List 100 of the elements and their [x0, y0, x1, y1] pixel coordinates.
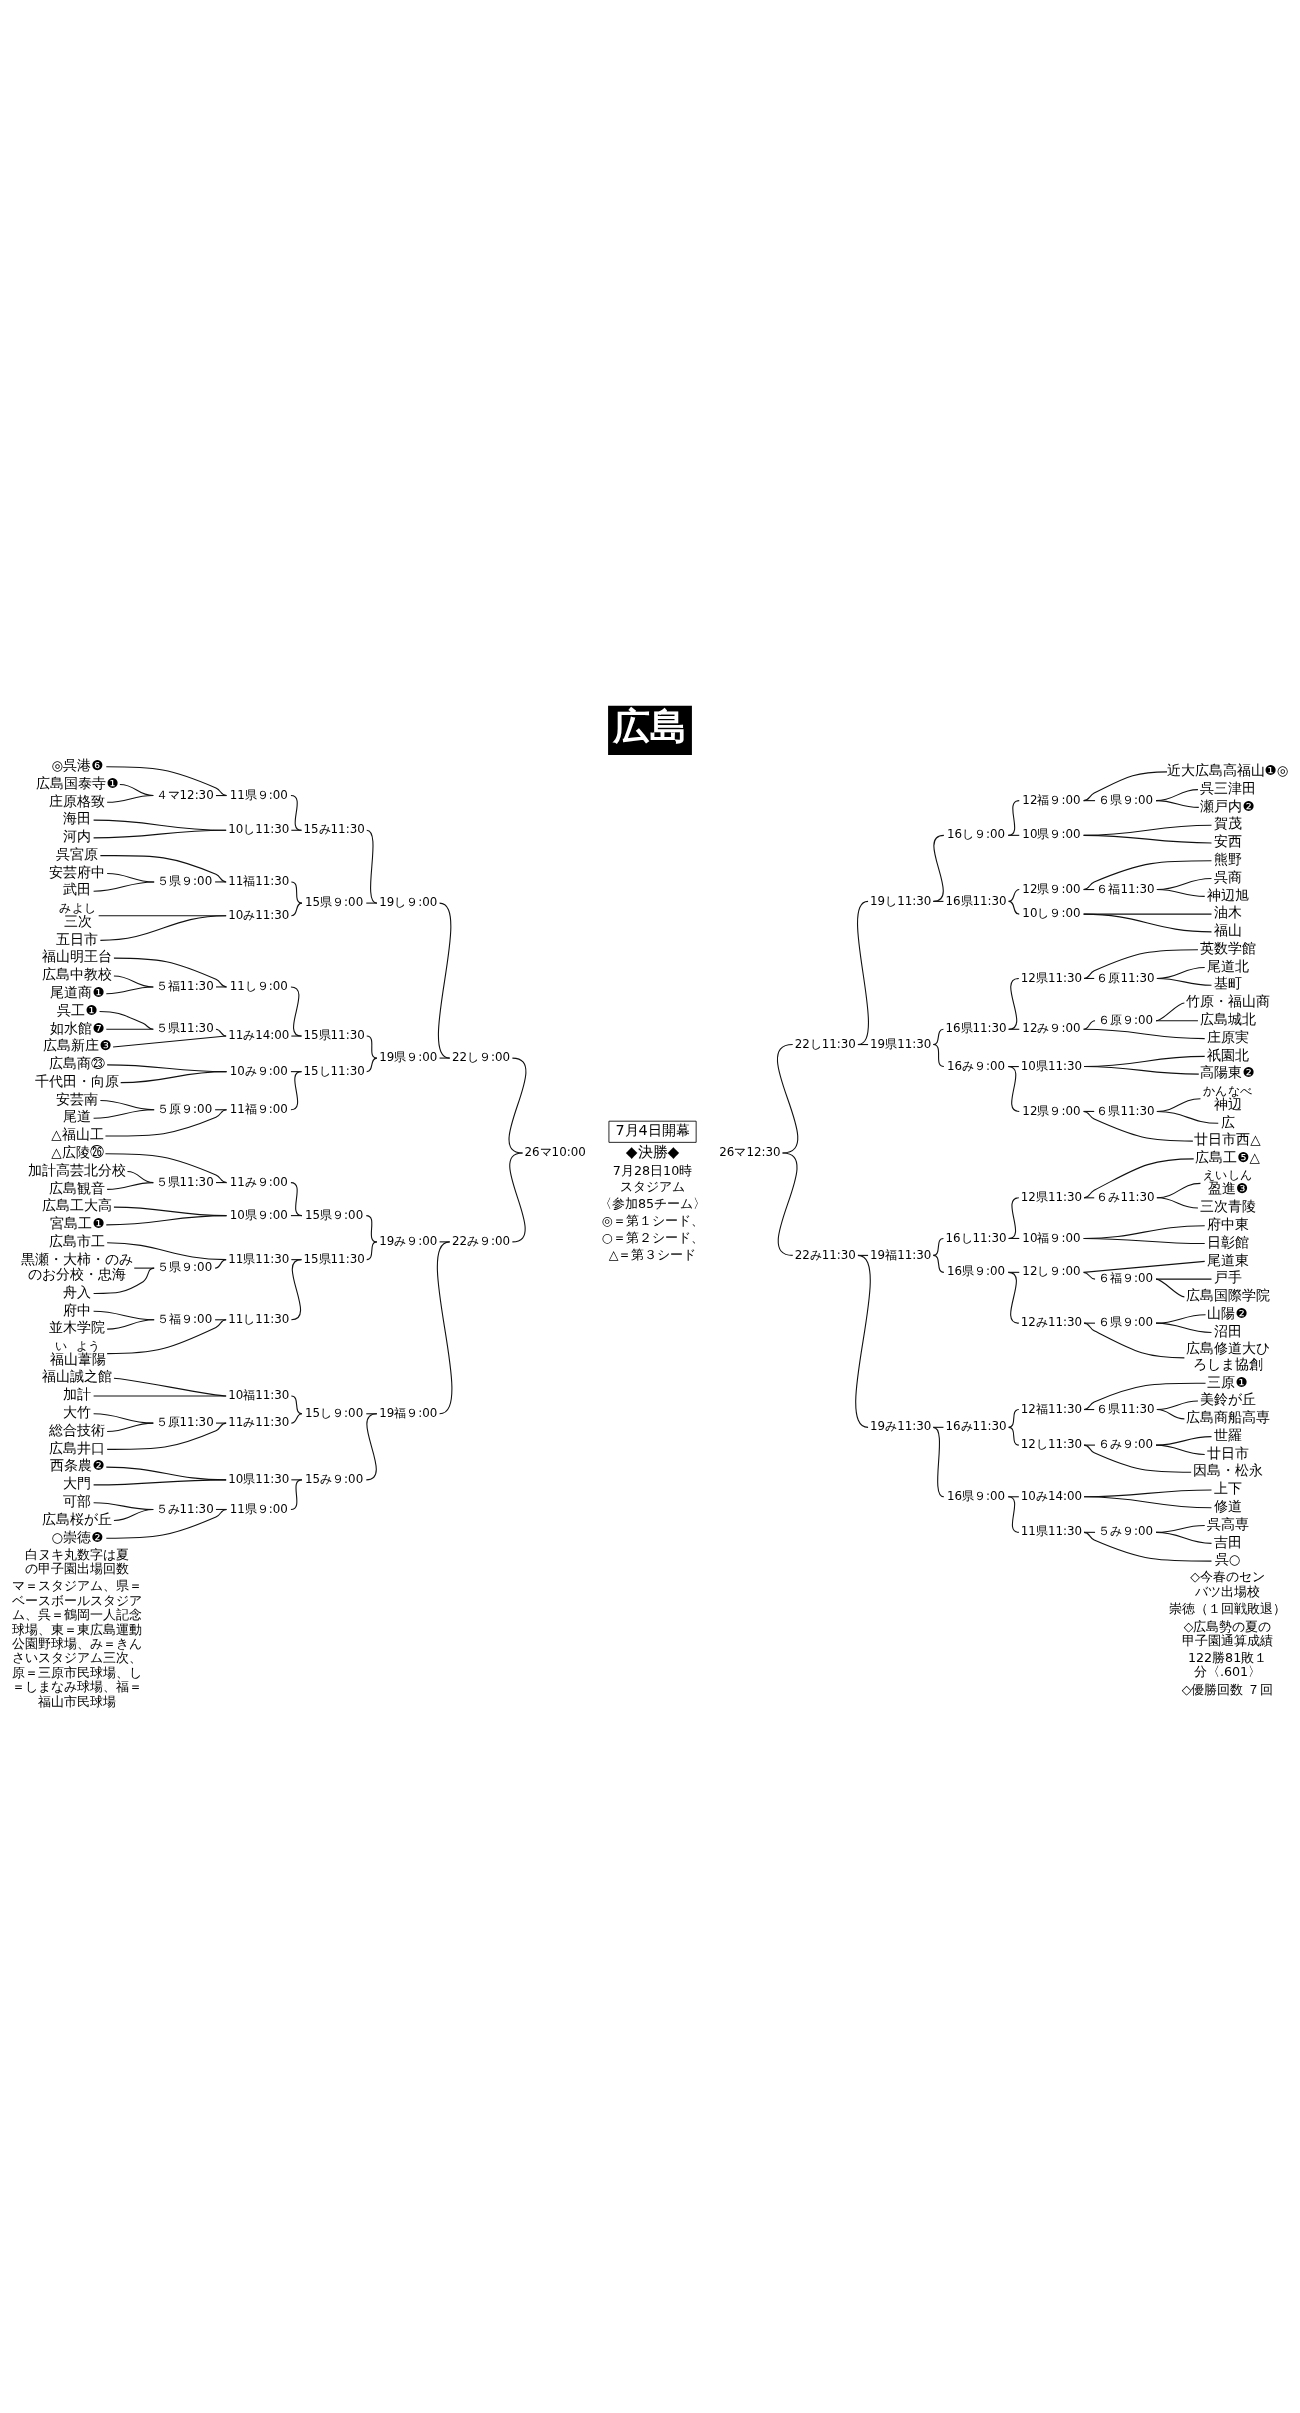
node-text: 11し11:30 — [228, 1311, 290, 1326]
connector — [98, 1010, 154, 1030]
label: 7月28日10時 — [612, 1162, 693, 1178]
connector — [1155, 1322, 1213, 1334]
connector — [1156, 889, 1206, 897]
connector — [93, 1413, 154, 1424]
connector — [215, 795, 228, 797]
connector — [1156, 1197, 1199, 1209]
node-text: ４マ12:30 — [155, 787, 214, 802]
node-text: 10福９:00 — [1022, 1230, 1081, 1245]
node-text: 呉三津田 — [1199, 779, 1256, 796]
node-text: 日彰館 — [1206, 1233, 1249, 1250]
node-text: 海田 — [63, 810, 92, 827]
connector — [93, 1109, 155, 1119]
connector — [106, 1242, 227, 1261]
connector — [1083, 949, 1199, 979]
node-text: 22み11:30 — [794, 1247, 856, 1262]
node-text: 19し９:00 — [379, 895, 438, 910]
connector — [105, 1508, 228, 1539]
connector — [366, 1035, 378, 1059]
node-text: 16県９:00 — [946, 1264, 1006, 1279]
node-text: 11県９:00 — [229, 787, 288, 802]
node-text: 広 — [1220, 1113, 1235, 1130]
connector — [857, 1044, 869, 1046]
node-text: ◎呉港❻ — [51, 756, 104, 773]
connector — [1083, 1496, 1213, 1509]
connector — [932, 1237, 944, 1256]
connector — [932, 1028, 944, 1046]
connector — [1008, 900, 1020, 915]
node-text: 安芸南 — [56, 1090, 99, 1107]
node-text: 16し11:30 — [945, 1230, 1007, 1245]
node-text: ○崇徳❷ — [51, 1528, 104, 1545]
node-text: 12県11:30 — [1020, 1189, 1083, 1204]
connector — [214, 881, 227, 883]
connector — [1083, 1237, 1206, 1245]
connector — [214, 1259, 227, 1269]
connector — [1008, 889, 1020, 902]
connector — [932, 900, 944, 902]
node-text: 宮島工❶ — [50, 1215, 105, 1232]
node-text: 廿日市 — [1206, 1444, 1249, 1461]
node-text: ６原９:00 — [1098, 1012, 1154, 1027]
node-text: 世羅 — [1213, 1426, 1242, 1443]
connector — [106, 1422, 227, 1450]
connector — [106, 1319, 155, 1330]
node-text: 広島商㉓ — [49, 1055, 106, 1072]
connector — [215, 986, 228, 988]
node-text: 広島桜が丘 — [42, 1510, 113, 1527]
connector — [106, 1319, 227, 1355]
connector — [93, 1395, 227, 1397]
connector — [99, 915, 227, 941]
node-text: 12県９:00 — [1022, 881, 1081, 896]
node-text: 15み９:00 — [305, 1471, 364, 1486]
node-text: 美鈴が丘 — [1199, 1391, 1256, 1408]
node-label: かん — [1203, 1083, 1228, 1098]
node-text: 呉宮原 — [56, 845, 99, 862]
node-text: 広島観音 — [49, 1179, 106, 1196]
node-text: 近大広島高福山❶◎ — [1166, 762, 1289, 779]
node-text: 11し９:00 — [229, 979, 288, 994]
connector — [113, 957, 228, 988]
node-text: 12福11:30 — [1020, 1401, 1083, 1416]
node-text: 可部 — [63, 1492, 92, 1509]
node-text: 広島井口 — [49, 1439, 106, 1456]
node-text: 府中 — [63, 1301, 92, 1318]
node-text: 11福９:00 — [229, 1101, 288, 1116]
node-text: ５原９:00 — [157, 1101, 213, 1116]
connector — [1083, 1444, 1192, 1473]
connector — [1083, 1020, 1096, 1030]
connector — [93, 1267, 155, 1295]
connector — [1083, 913, 1213, 933]
connector — [1007, 800, 1020, 836]
node-text: ５福11:30 — [155, 979, 214, 994]
connector — [1083, 1531, 1213, 1562]
connector — [120, 1071, 228, 1084]
connector — [93, 1479, 227, 1486]
node-text: 庄原実 — [1206, 1028, 1249, 1045]
connector — [1156, 1409, 1185, 1420]
node-text: 黒瀬・大柿・のみのお分校・忠海 — [21, 1250, 134, 1282]
connector — [290, 881, 303, 904]
connector — [105, 766, 228, 797]
connector — [93, 881, 155, 892]
node-text: ５福９:00 — [157, 1311, 213, 1326]
node-text: 賀茂 — [1213, 815, 1242, 832]
node-text: 22し９:00 — [451, 1050, 511, 1065]
node-text: 19福11:30 — [870, 1247, 932, 1262]
connector — [290, 1395, 303, 1415]
node-text: 呉高専 — [1206, 1515, 1249, 1532]
node-text: 西条農❷ — [50, 1457, 105, 1474]
node-label: なべ — [1227, 1083, 1252, 1098]
node-text: 19み９:00 — [379, 1233, 438, 1248]
node-text: 廿日市西△ — [1194, 1131, 1261, 1148]
connector — [1083, 1322, 1185, 1359]
connector — [290, 1035, 303, 1037]
node-text: 15県９:00 — [305, 895, 364, 910]
node-text: 加計高芸北分校 — [28, 1161, 127, 1178]
node-text: 尾道東 — [1206, 1251, 1249, 1268]
node-label: よう — [75, 1338, 100, 1353]
node-text: 16県９:00 — [946, 1488, 1006, 1503]
connector — [106, 1422, 154, 1433]
connector — [1007, 834, 1020, 836]
node-text: 大竹 — [63, 1403, 92, 1420]
